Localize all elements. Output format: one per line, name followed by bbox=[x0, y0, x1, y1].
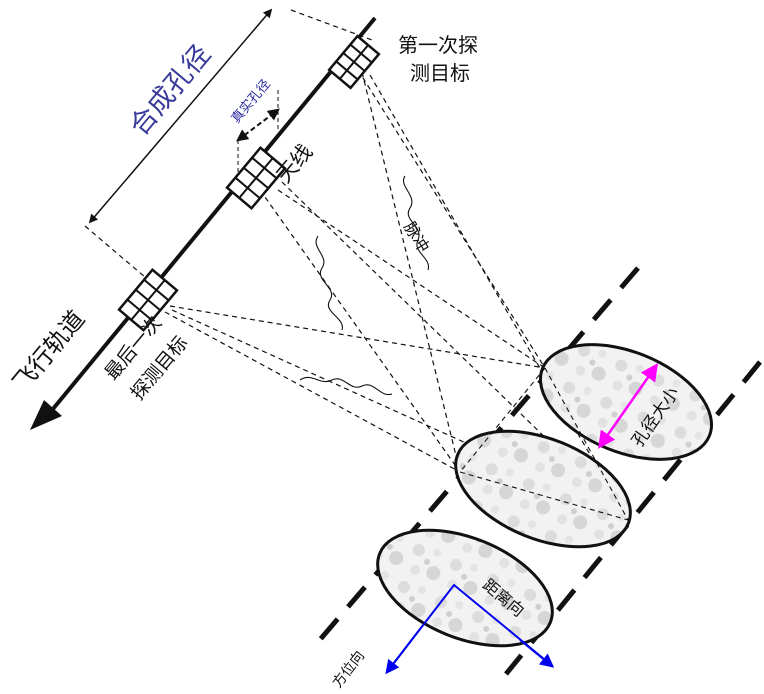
flight-path-label: 飞行轨道 bbox=[7, 305, 90, 397]
footprint-middle bbox=[454, 429, 632, 549]
beam-lines-inner bbox=[459, 367, 629, 521]
azimuth-direction-label: 方位向 bbox=[330, 648, 368, 691]
antenna-middle bbox=[225, 146, 287, 210]
direction-arrows bbox=[385, 583, 555, 675]
antenna-last bbox=[117, 268, 179, 332]
real-aperture-dimension bbox=[236, 90, 280, 180]
footprint-last bbox=[376, 528, 554, 648]
swath-boundaries bbox=[316, 266, 762, 676]
pulse-waves bbox=[299, 175, 430, 396]
antenna-label: 天线 bbox=[272, 140, 317, 188]
first-target-label-line1: 第一次探 bbox=[398, 33, 478, 57]
aperture-size-arrow bbox=[597, 363, 659, 449]
first-target-label-line2: 测目标 bbox=[410, 61, 470, 85]
footprints bbox=[376, 343, 714, 648]
synthetic-aperture-dimension bbox=[84, 8, 373, 301]
antenna-first bbox=[327, 34, 381, 90]
